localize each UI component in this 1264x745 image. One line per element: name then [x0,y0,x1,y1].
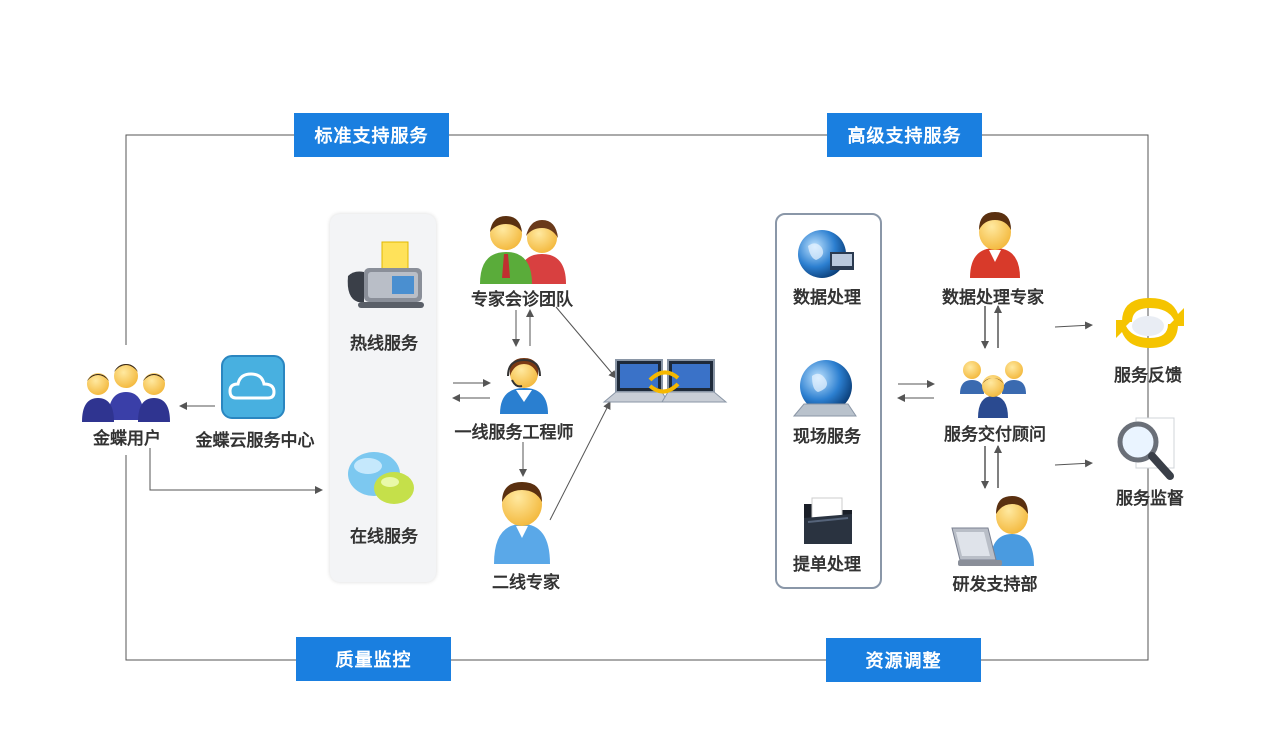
magnifier-icon [1117,417,1175,480]
data-expert-label: 数据处理专家 [942,288,1044,308]
globe-icon [792,360,857,417]
fax-phone-icon [347,241,424,308]
ticket-processing-label: 提单处理 [793,555,861,575]
data-processing-label: 数据处理 [793,288,861,308]
hotline-service-label: 热线服务 [350,334,418,354]
quality-monitor-label: 质量监控 [296,637,451,681]
rd-support-label: 研发支持部 [952,575,1038,595]
standard-support-label: 标准支持服务 [294,113,449,157]
service-supervision-label: 服务监督 [1116,489,1184,509]
person-icon [970,212,1020,278]
outer-frame [125,134,1149,661]
two-people-icon [480,216,566,284]
laptop-person-icon [951,496,1034,566]
folder-icon [804,497,852,544]
onsite-service-label: 现场服务 [793,427,861,447]
resource-adjust-label: 资源调整 [826,638,981,682]
cloud-icon [221,355,285,419]
chat-bubbles-icon [348,452,414,504]
kingdee-user-label: 金蝶用户 [93,429,161,449]
service-feedback-label: 服务反馈 [1114,366,1182,386]
people-group-icon [960,361,1026,418]
advanced-support-label: 高级支持服务 [827,113,982,157]
people-group-icon [82,364,170,422]
networked-computers-icon [602,359,728,403]
delivery-consultant-label: 服务交付顾问 [944,425,1046,445]
headset-person-icon [500,358,548,414]
online-service-label: 在线服务 [350,527,418,547]
first-line-engineer-label: 一线服务工程师 [454,423,574,443]
second-line-expert-label: 二线专家 [492,573,560,593]
kingdee-cloud-center-label: 金蝶云服务中心 [195,431,315,451]
feedback-arrows-icon [1116,298,1184,348]
expert-team-label: 专家会诊团队 [471,290,573,310]
person-icon [494,482,550,564]
globe-icon [798,230,854,278]
